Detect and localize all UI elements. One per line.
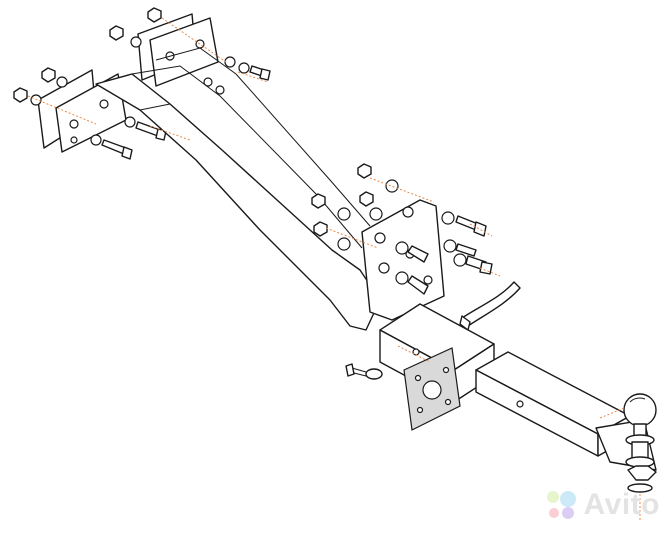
bracket-right-nuts — [109, 7, 162, 48]
avito-watermark: Avito — [544, 488, 660, 522]
hitch-pin — [459, 281, 521, 331]
avito-logo-icon — [546, 491, 576, 519]
safety-pin — [345, 363, 383, 380]
side-bracket-left — [37, 69, 127, 153]
main-crossbar-arm — [95, 47, 381, 331]
side-bracket-right — [137, 13, 219, 87]
drawbar — [475, 351, 657, 471]
tow-ball — [623, 393, 657, 493]
assembly-guide-lines — [27, 17, 641, 520]
bracket-right-bolts — [203, 56, 271, 95]
socket-plate — [403, 347, 461, 431]
bracket-left-nuts — [13, 67, 68, 106]
watermark-text: Avito — [583, 488, 660, 521]
center-nuts — [311, 163, 399, 251]
center-bolts — [395, 211, 493, 295]
